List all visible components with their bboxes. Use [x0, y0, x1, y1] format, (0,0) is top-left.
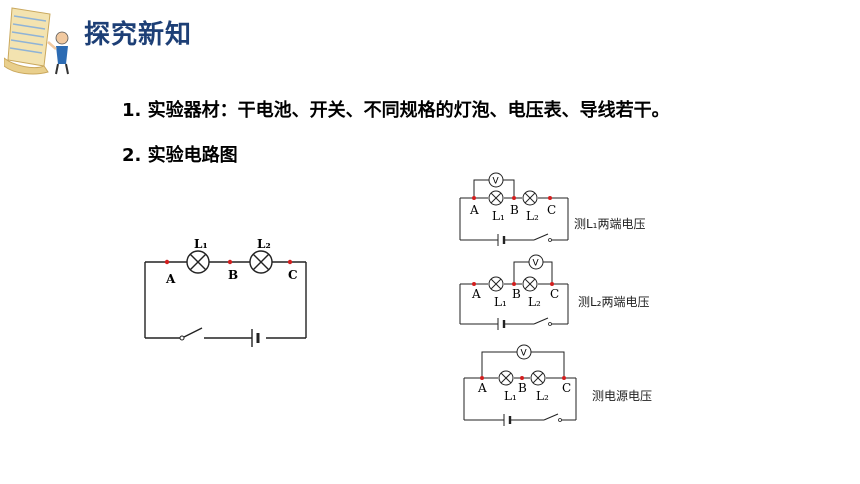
page-title: 探究新知	[84, 20, 193, 50]
point-b-label: B	[512, 287, 521, 301]
lamp2-label: L₂	[257, 237, 271, 251]
point-a-label: A	[165, 272, 176, 286]
lamp1-label: L₁	[492, 209, 505, 223]
lamp2-label: L₂	[528, 295, 541, 309]
point-a-label: A	[469, 203, 479, 217]
main-circuit-diagram: L₁ L₂ A B C	[144, 237, 307, 347]
point-a-label: A	[471, 287, 481, 301]
point-c-label: C	[288, 268, 298, 282]
point-c-label: C	[550, 287, 559, 301]
scroll-person-icon	[4, 7, 69, 75]
circuit-caption: 测电源电压	[592, 389, 652, 403]
voltmeter-symbol: V	[493, 177, 500, 187]
circuit-measure-l2: V A B C L₁ L₂ 测L₂两端电压	[459, 254, 650, 330]
circuit-caption: 测L₂两端电压	[578, 295, 650, 309]
point-a-label: A	[477, 381, 487, 395]
lamp1-label: L₁	[494, 295, 507, 309]
materials-text: 1. 实验器材：干电池、开关、不同规格的灯泡、电压表、导线若干。	[122, 100, 670, 121]
lamp2-label: L₂	[536, 389, 549, 403]
lamp1-label: L₁	[194, 237, 208, 251]
point-c-label: C	[562, 381, 571, 395]
voltmeter-symbol: V	[521, 349, 528, 359]
point-b-label: B	[228, 268, 238, 282]
point-b-label: B	[510, 203, 519, 217]
circuit-diagram-heading: 2. 实验电路图	[122, 145, 238, 166]
lamp2-label: L₂	[526, 209, 539, 223]
point-b-label: B	[518, 381, 527, 395]
circuit-measure-l1: V A B C L₁ L₂ 测L₁两端电压	[459, 172, 646, 246]
circuit-measure-source: V A B C L₁ L₂ 测电源电压	[463, 344, 652, 426]
point-c-label: C	[547, 203, 556, 217]
lamp1-label: L₁	[504, 389, 517, 403]
circuit-caption: 测L₁两端电压	[574, 217, 646, 231]
voltmeter-symbol: V	[533, 259, 540, 269]
